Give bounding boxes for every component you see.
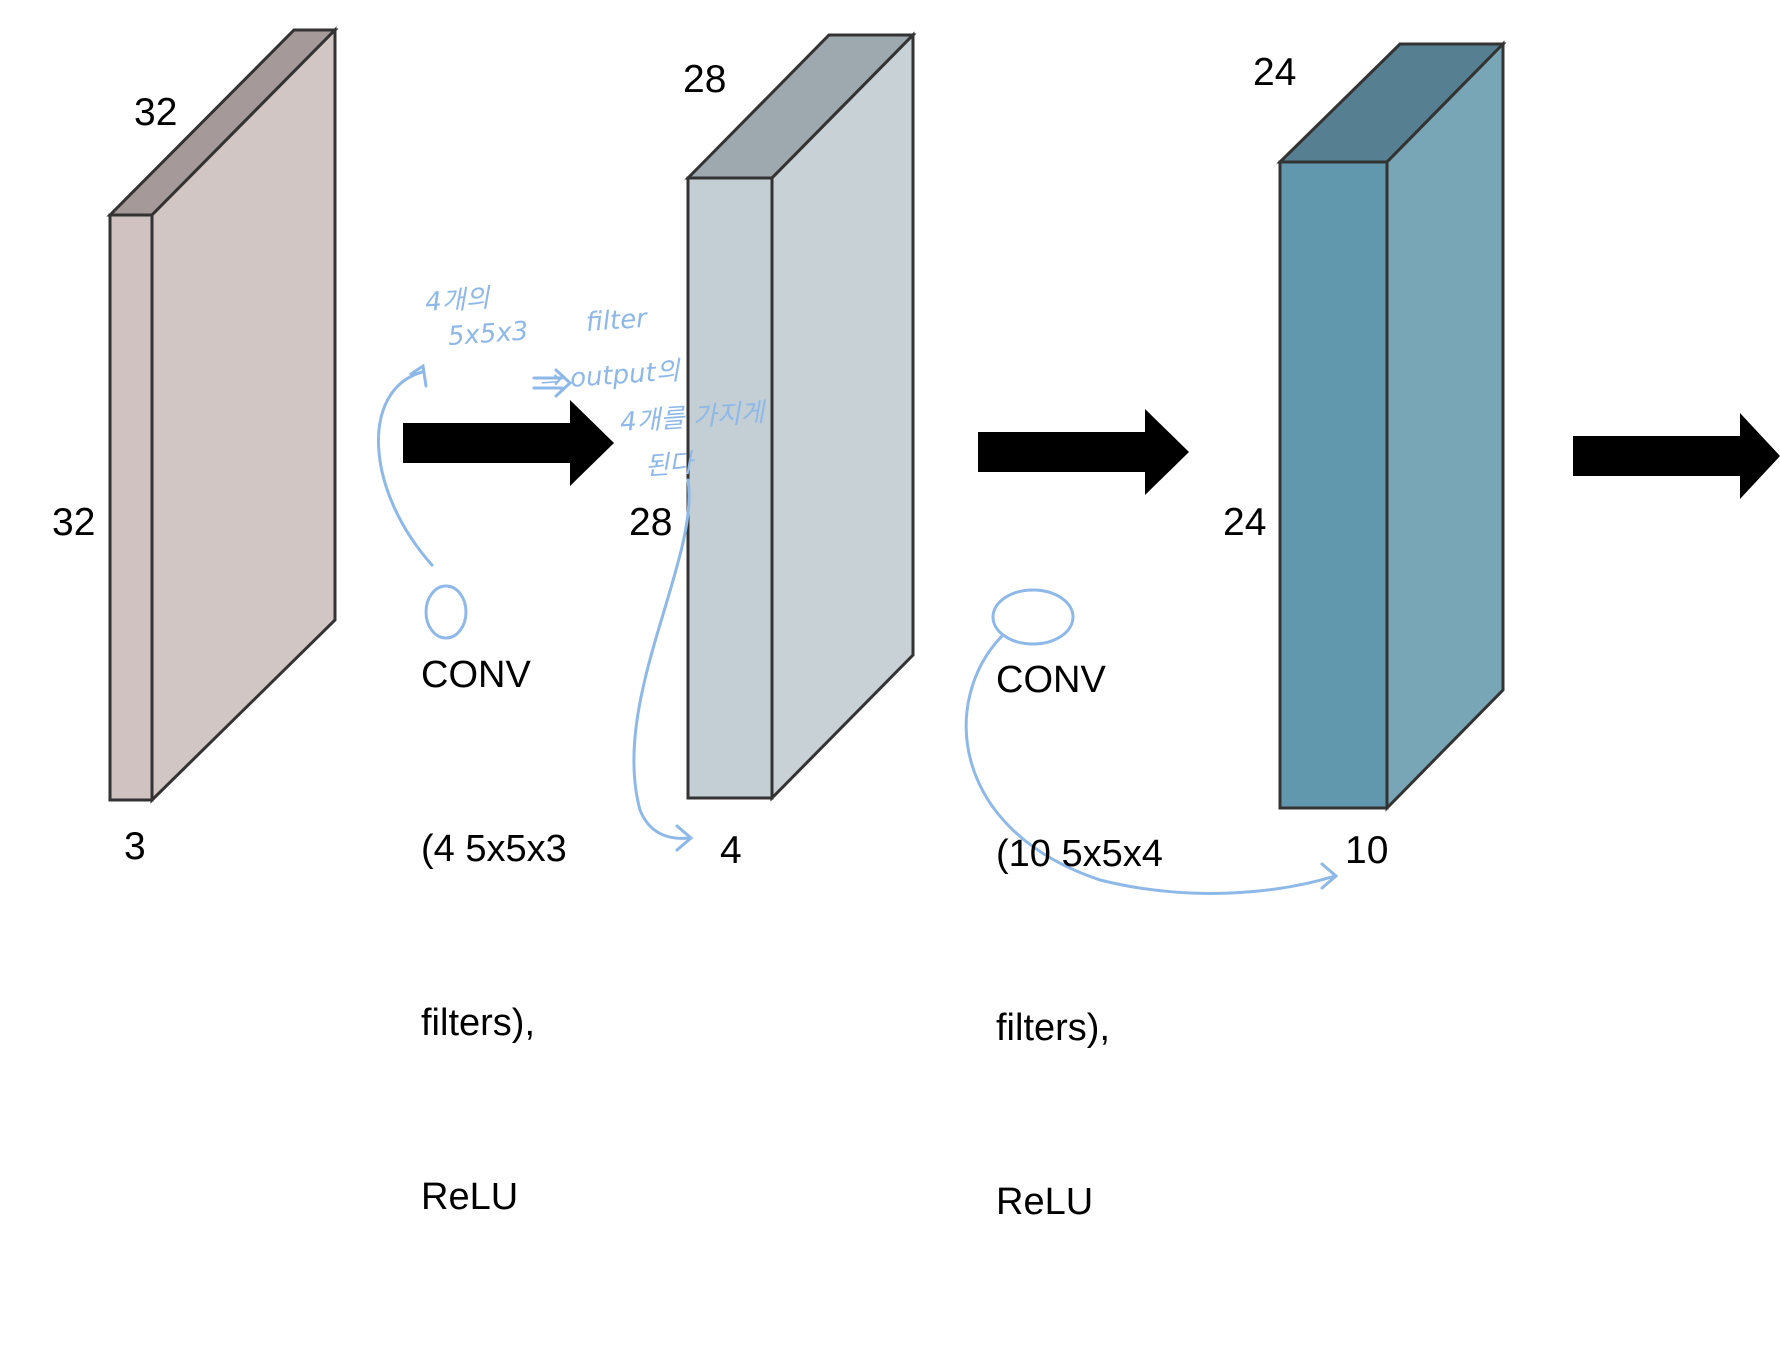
curve-arrow-up xyxy=(376,370,434,567)
annotation-line-6: 된다 xyxy=(644,448,694,482)
volume-conv2-height-label: 24 xyxy=(1223,501,1267,544)
circle-count-4 xyxy=(424,584,468,640)
double-arrow-stroke xyxy=(532,368,573,398)
annotation-line-1: 4개의 xyxy=(424,283,491,318)
operation-conv2-line3: filters), xyxy=(996,1007,1110,1049)
volume-conv1-height-label: 28 xyxy=(629,501,673,544)
arrow-head-down-1 xyxy=(675,824,694,852)
operation-conv1-filter-count: 4 xyxy=(433,828,455,870)
volume-conv2-width-label: 24 xyxy=(1253,51,1297,94)
operation-conv1-line2: (4 5x5x3 xyxy=(421,828,567,870)
operation-conv2-line1: CONV xyxy=(996,659,1106,701)
arrow-right-icon xyxy=(978,409,1189,495)
operation-conv1-line4: ReLU xyxy=(421,1176,519,1218)
volume-input-depth-label: 3 xyxy=(124,825,146,868)
operation-label-conv1: CONV (4 5x5x3 filters), ReLU xyxy=(421,530,567,1342)
circle-count-10 xyxy=(991,588,1075,646)
volume-input-front-face xyxy=(108,213,154,802)
handwritten-annotations xyxy=(376,363,1339,895)
operation-conv2-line4: ReLU xyxy=(996,1181,1094,1223)
arrow-head-up xyxy=(409,363,428,388)
operation-conv1-line1: CONV xyxy=(421,654,531,696)
volume-conv1-front-face xyxy=(686,176,774,800)
volume-conv2-side-face xyxy=(1385,40,1505,812)
cnn-diagram: 32 32 3 28 28 4 24 24 10 CONV (4 5x5x3 f… xyxy=(52,26,1780,1223)
annotation-line-3: filter xyxy=(584,303,648,338)
volume-conv2-depth-label: 10 xyxy=(1345,829,1389,872)
volume-input-height-label: 32 xyxy=(52,501,96,544)
volume-input xyxy=(106,26,339,804)
volume-conv2-front-face xyxy=(1278,160,1389,810)
arrow-right-icon xyxy=(403,400,614,486)
arrow-right-icon xyxy=(1573,413,1780,499)
operation-conv2-filter-count: 10 xyxy=(1008,833,1051,875)
arrow-head-down-2 xyxy=(1320,862,1339,890)
operation-conv2-line2: (10 5x5x4 xyxy=(996,833,1163,875)
volume-input-width-label: 32 xyxy=(134,91,178,134)
volume-conv1-width-label: 28 xyxy=(683,58,727,101)
curve-arrow-down-2 xyxy=(964,634,1337,895)
curve-arrow-down-1 xyxy=(632,478,692,840)
annotation-line-2: 5x5x3 xyxy=(446,316,530,352)
operation-label-conv2: CONV (10 5x5x4 filters), ReLU xyxy=(996,535,1163,1347)
volume-conv1-depth-label: 4 xyxy=(720,829,742,872)
operation-conv1-line3: filters), xyxy=(421,1002,535,1044)
volume-conv2 xyxy=(1276,40,1507,812)
